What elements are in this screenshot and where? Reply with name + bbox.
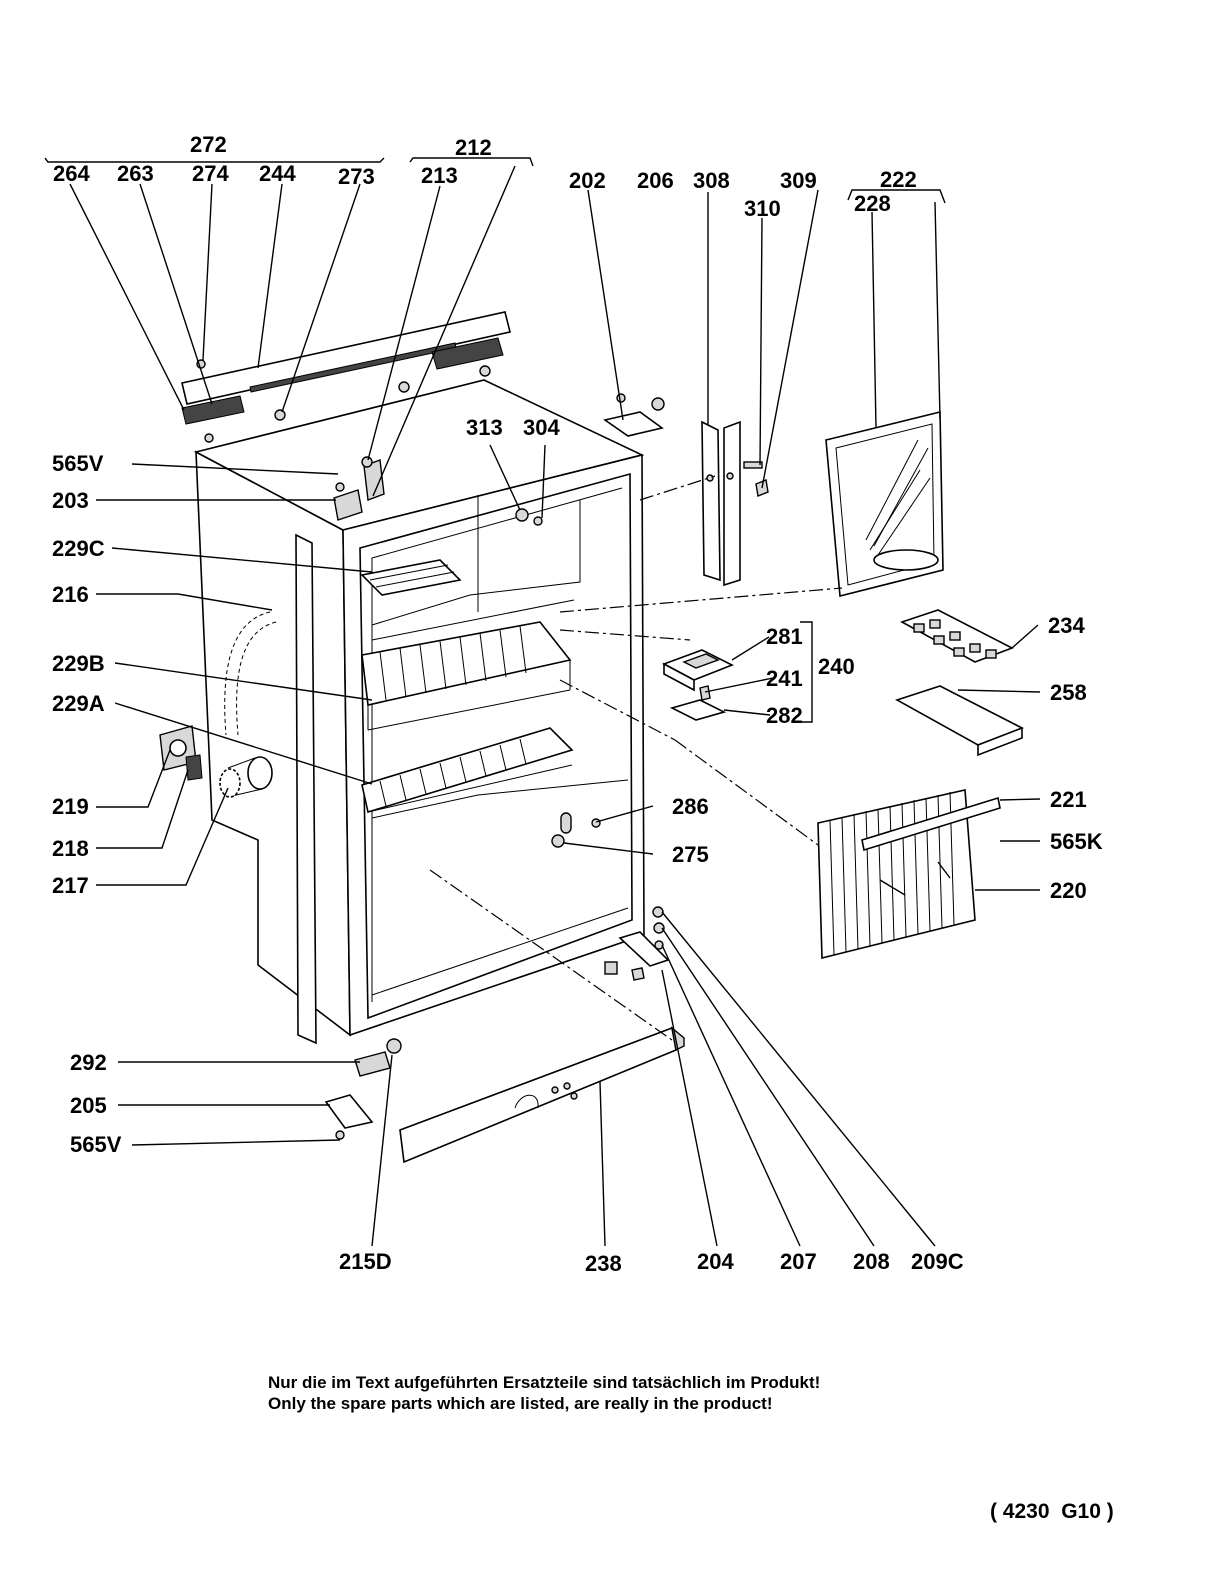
label-218: 218	[52, 836, 89, 861]
label-229A: 229A	[52, 691, 105, 716]
label-308: 308	[693, 168, 730, 193]
label-565V-bottom: 565V	[70, 1132, 122, 1157]
label-313: 313	[466, 415, 503, 440]
label-208: 208	[853, 1249, 890, 1274]
cabinet-side-panel	[195, 450, 351, 1037]
label-273: 273	[338, 164, 375, 189]
freezer-door-228	[825, 410, 944, 598]
ice-tray	[900, 609, 1014, 663]
label-234: 234	[1048, 613, 1085, 638]
label-272: 272	[190, 132, 227, 157]
label-241: 241	[766, 666, 803, 691]
label-212: 212	[455, 135, 492, 160]
label-238: 238	[585, 1251, 622, 1276]
bottom-hinge	[354, 1051, 391, 1077]
label-228: 228	[854, 191, 891, 216]
label-207: 207	[780, 1249, 817, 1274]
label-281: 281	[766, 624, 803, 649]
door-strip-308	[701, 420, 721, 582]
leader-lines	[44, 157, 1041, 1247]
shelf-229C	[360, 559, 462, 596]
label-274: 274	[192, 161, 229, 186]
label-240: 240	[818, 654, 855, 679]
label-310: 310	[744, 196, 781, 221]
label-209C: 209C	[911, 1249, 964, 1274]
label-309: 309	[780, 168, 817, 193]
label-203: 203	[52, 488, 89, 513]
label-202: 202	[569, 168, 606, 193]
cylinder-217	[219, 756, 273, 798]
kick-plate-238	[399, 1026, 685, 1164]
lamp-assembly	[662, 649, 734, 721]
frame-end-block-left	[181, 395, 245, 425]
hinge-pin-213	[363, 459, 385, 501]
drawing-code: ( 4230 G10 )	[990, 1500, 1114, 1523]
label-282: 282	[766, 703, 803, 728]
label-220: 220	[1050, 878, 1087, 903]
label-216: 216	[52, 582, 89, 607]
label-304: 304	[523, 415, 560, 440]
part-labels: 272 212 264 263 274 244 273 213 202 206 …	[52, 132, 1103, 1276]
label-263: 263	[117, 161, 154, 186]
label-244: 244	[259, 161, 296, 186]
hinge-plate-202	[603, 411, 664, 437]
label-258: 258	[1050, 680, 1087, 705]
label-205: 205	[70, 1093, 107, 1118]
spare-parts-note-german: Nur die im Text aufgeführten Ersatzteile…	[268, 1373, 821, 1392]
label-222: 222	[880, 167, 917, 192]
spare-parts-note-english: Only the spare parts which are listed, a…	[268, 1394, 773, 1413]
label-213: 213	[421, 163, 458, 188]
label-264: 264	[53, 161, 90, 186]
label-221: 221	[1050, 787, 1087, 812]
label-215D: 215D	[339, 1249, 392, 1274]
label-292: 292	[70, 1050, 107, 1075]
top-hinge	[333, 489, 363, 521]
shelf-229A	[361, 727, 574, 814]
label-565V-top: 565V	[52, 451, 104, 476]
fridge-drawing	[159, 311, 1024, 1164]
label-204: 204	[697, 1249, 734, 1274]
label-275: 275	[672, 842, 709, 867]
label-217: 217	[52, 873, 89, 898]
thermostat-knob	[185, 754, 203, 781]
shelf-229B	[361, 621, 572, 731]
label-229B: 229B	[52, 651, 105, 676]
label-206: 206	[637, 168, 674, 193]
label-219: 219	[52, 794, 89, 819]
hinge-plate-205	[324, 1094, 374, 1129]
cooling-unit	[817, 789, 1001, 960]
frame-end-block-right	[431, 337, 504, 370]
label-565K: 565K	[1050, 829, 1103, 854]
hinge-strip	[295, 533, 317, 1045]
label-229C: 229C	[52, 536, 105, 561]
label-286: 286	[672, 794, 709, 819]
